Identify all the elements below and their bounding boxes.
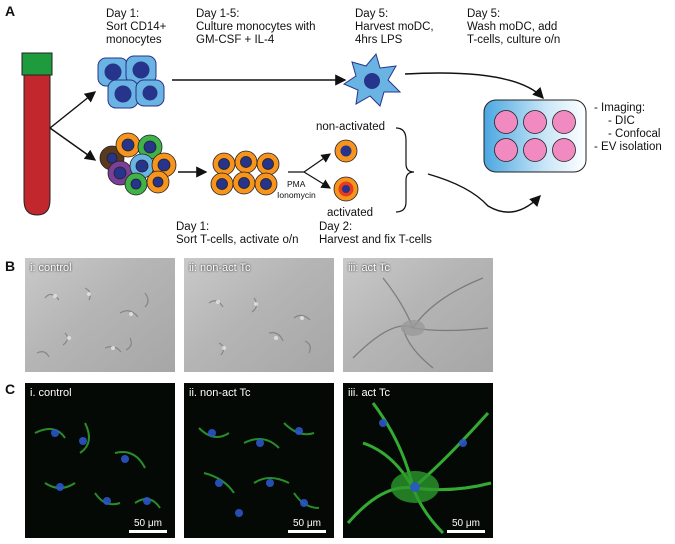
step-line: monocytes <box>106 34 162 46</box>
scale-bar-line <box>288 530 326 533</box>
arrow-activated <box>303 171 332 189</box>
dic-image-control: i: control <box>25 258 175 372</box>
label-ionomycin: Ionomycin <box>277 190 316 200</box>
panel-b-label: iii: act Tc <box>348 262 390 274</box>
output-list: - Imaging: - DIC - Confocal - EV isolati… <box>594 102 662 154</box>
output-item: - Imaging: <box>594 102 646 114</box>
step-day: Day 5: <box>467 8 501 20</box>
scale-bar: 50 μm <box>129 518 167 533</box>
dic-texture <box>36 287 149 358</box>
step-line: Wash moDC, add <box>467 21 558 33</box>
scale-bar-line <box>447 530 485 533</box>
label-non-activated: non-activated <box>316 121 386 133</box>
output-item: - Confocal <box>608 128 661 140</box>
dic-image-non-act: ii: non-act Tc <box>184 258 334 372</box>
scale-bar-line <box>129 530 167 533</box>
dic-texture <box>208 297 311 356</box>
panel-c-label: i. control <box>30 387 72 399</box>
step-line: Harvest and fix T-cells <box>319 234 432 246</box>
step-line: Sort T-cells, activate o/n <box>176 234 299 246</box>
scale-bar-label: 50 μm <box>134 518 162 529</box>
step-line: 4hrs LPS <box>355 34 403 46</box>
panel-b-label: ii: non-act Tc <box>189 262 251 274</box>
confocal-texture <box>346 402 492 535</box>
non-activated-tcell-icon <box>334 139 358 163</box>
confocal-texture <box>34 422 161 509</box>
step-day: Day 1: <box>176 221 210 233</box>
output-item: - EV isolation <box>594 141 662 153</box>
arrow-to-pbmc <box>49 127 97 161</box>
six-well-plate-icon <box>483 99 587 173</box>
step-day: Day 1: <box>106 8 140 20</box>
step-sort-tcells: Day 1: Sort T-cells, activate o/n <box>176 221 299 247</box>
output-item: - DIC <box>608 115 635 127</box>
panel-b-label: i: control <box>30 262 72 274</box>
panel-c-label: iii. act Tc <box>348 387 390 399</box>
monocyte-cluster-icon <box>97 55 165 109</box>
dic-image-act: iii: act Tc <box>343 258 493 372</box>
step-line: Harvest moDC, <box>355 21 434 33</box>
panel-letter-b: B <box>5 258 16 274</box>
step-line: Sort CD14+ <box>106 21 167 33</box>
step-line: T-cells, culture o/n <box>467 34 561 46</box>
blood-tube-icon <box>21 52 53 216</box>
panel-letter-a: A <box>5 3 16 19</box>
arrow-non-activated <box>288 153 331 173</box>
scale-bar: 50 μm <box>447 518 485 533</box>
arrow-tcells-to-plate <box>427 173 541 213</box>
step-day: Day 5: <box>355 8 389 20</box>
arrow-to-monocytes <box>49 91 97 129</box>
confocal-texture <box>198 422 320 517</box>
step-harvest-tcells: Day 2: Harvest and fix T-cells <box>319 221 432 247</box>
panel-letter-c: C <box>5 381 16 397</box>
modc-icon <box>342 52 402 107</box>
step-wash: Day 5: Wash moDC, add T-cells, culture o… <box>467 8 560 47</box>
panel-c-label: ii. non-act Tc <box>189 387 251 399</box>
tcell-cluster-icon <box>210 150 280 196</box>
step-sort-monocytes: Day 1: Sort CD14+ monocytes <box>106 8 166 47</box>
step-day: Day 2: <box>319 221 353 233</box>
pbmc-cluster-icon <box>99 132 177 196</box>
confocal-image-act: iii. act Tc 50 μm <box>343 383 493 538</box>
label-activated: activated <box>327 207 374 219</box>
arrow-modc-to-plate <box>404 72 544 100</box>
step-line: GM-CSF + IL-4 <box>196 34 275 46</box>
scale-bar-label: 50 μm <box>452 518 480 529</box>
scale-bar: 50 μm <box>288 518 326 533</box>
activated-tcell-icon <box>333 176 359 202</box>
dic-texture <box>352 277 489 369</box>
bracket <box>395 127 415 213</box>
workflow-schematic <box>21 52 587 216</box>
confocal-image-control: i. control 50 μm <box>25 383 175 538</box>
scale-bar-label: 50 μm <box>293 518 321 529</box>
label-pma: PMA <box>287 179 306 189</box>
step-day: Day 1-5: <box>196 8 240 20</box>
step-line: Culture monocytes with <box>196 21 316 33</box>
step-harvest-modc: Day 5: Harvest moDC, 4hrs LPS <box>355 8 434 47</box>
step-culture: Day 1-5: Culture monocytes with GM-CSF +… <box>196 8 316 47</box>
confocal-image-non-act: ii. non-act Tc 50 μm <box>184 383 334 538</box>
